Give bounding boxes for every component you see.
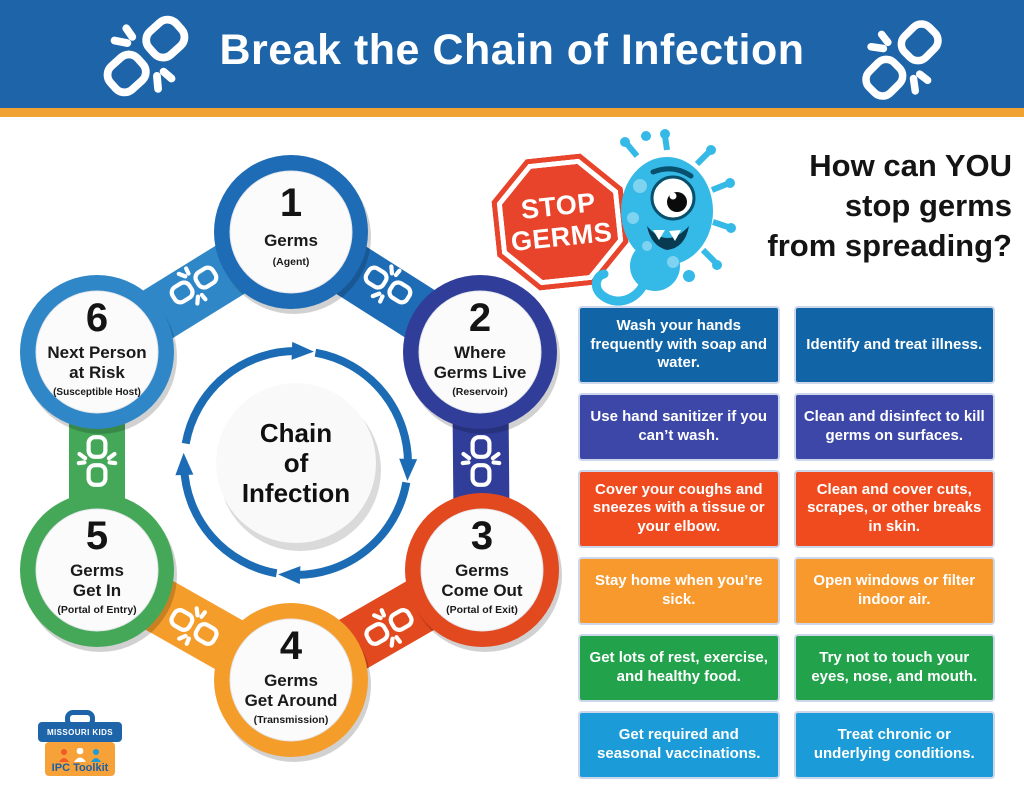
center-label: of xyxy=(284,448,309,478)
node-number: 3 xyxy=(471,514,493,558)
node-sublabel: (Portal of Entry) xyxy=(57,604,136,616)
tip-text: Get lots of rest, exercise, and healthy … xyxy=(589,648,768,685)
node-4-germs-get-around: 4 Germs Get Around (Transmission) xyxy=(214,603,371,762)
tip-box: Treat chronic or underlying conditions. xyxy=(793,710,995,779)
node-3-germs-come-out: 3 Germs Come Out (Portal of Exit) xyxy=(405,493,562,652)
tip-box: Cover your coughs and sneezes with a tis… xyxy=(578,469,780,548)
tip-text: Wash your hands frequently with soap and… xyxy=(590,317,768,372)
node-number: 5 xyxy=(86,514,108,558)
node-sublabel: (Reservoir) xyxy=(452,386,507,398)
node-sublabel: (Susceptible Host) xyxy=(53,387,141,398)
tip-text: Use hand sanitizer if you can’t wash. xyxy=(590,408,768,444)
tip-box: Get lots of rest, exercise, and healthy … xyxy=(578,633,780,702)
tip-box: Get required and seasonal vaccinations. xyxy=(578,710,780,779)
question-line: How can YOU xyxy=(809,148,1012,183)
node-label: Next Person xyxy=(47,343,146,362)
people-icons xyxy=(59,748,101,762)
node-sublabel: (Portal of Exit) xyxy=(446,604,518,616)
center-label: Chain xyxy=(260,418,332,448)
node-2-where-germs-live: 2 Where Germs Live (Reservoir) xyxy=(403,275,560,434)
node-label: Germs xyxy=(264,231,318,250)
tip-box: Clean and cover cuts, scrapes, or other … xyxy=(793,469,995,548)
prevention-tips-grid: Wash your hands frequently with soap and… xyxy=(578,306,995,779)
node-label: Germs xyxy=(264,671,318,690)
cycle-arrows xyxy=(175,341,418,585)
chain-of-infection-diagram: 1 Germs (Agent) 2 Where Germs Live (Rese… xyxy=(20,155,562,762)
question-line: from spreading? xyxy=(767,228,1012,263)
question-line: stop germs xyxy=(844,188,1012,223)
node-label: Get In xyxy=(73,581,121,600)
toolbox-lid: MISSOURI KIDS xyxy=(38,722,122,742)
node-number: 2 xyxy=(469,296,491,340)
tip-text: Treat chronic or underlying conditions. xyxy=(813,725,975,762)
node-label: Germs xyxy=(455,561,509,580)
germ-mouth xyxy=(647,226,689,250)
tip-box: Stay home when you’re sick. xyxy=(578,556,780,625)
node-6-next-person-at-risk: 6 Next Person at Risk (Susceptible Host) xyxy=(20,275,177,434)
node-sublabel: (Transmission) xyxy=(254,714,329,726)
node-label: Germs xyxy=(70,561,124,580)
node-sublabel: (Agent) xyxy=(273,256,310,268)
tip-text: Try not to touch your eyes, nose, and mo… xyxy=(811,648,978,685)
logo-lid-text: MISSOURI KIDS xyxy=(46,727,114,737)
toolbox-body: IPC Toolkit xyxy=(45,742,115,776)
node-label: Where xyxy=(454,343,506,362)
node-number: 1 xyxy=(280,181,302,225)
center-hub: Chain of Infection xyxy=(175,341,418,585)
germ-monster-illustration xyxy=(591,129,736,306)
tip-text: Clean and cover cuts, scrapes, or other … xyxy=(807,480,982,535)
tip-box: Clean and disinfect to kill germs on sur… xyxy=(793,392,995,461)
node-1-germs: 1 Germs (Agent) xyxy=(214,155,371,314)
header-banner: Break the Chain of Infection xyxy=(0,0,1024,117)
missouri-kids-ipc-toolkit-logo: MISSOURI KIDS IPC Toolkit xyxy=(38,710,122,776)
question-headline: How can YOU stop germs from spreading? xyxy=(692,146,1012,266)
tip-box: Identify and treat illness. xyxy=(793,306,995,384)
node-label: at Risk xyxy=(69,363,125,382)
tip-box: Use hand sanitizer if you can’t wash. xyxy=(578,392,780,461)
node-label: Germs Live xyxy=(434,363,527,382)
germ-eye-icon xyxy=(650,166,696,221)
node-label: Come Out xyxy=(441,581,523,600)
page-title: Break the Chain of Infection xyxy=(219,26,805,74)
tip-text: Stay home when you’re sick. xyxy=(594,571,763,608)
node-label: Get Around xyxy=(245,691,338,710)
tip-text: Clean and disinfect to kill germs on sur… xyxy=(803,408,985,444)
center-label: Infection xyxy=(242,478,350,508)
tip-box: Wash your hands frequently with soap and… xyxy=(578,306,780,384)
logo-label: IPC Toolkit xyxy=(51,762,109,774)
tip-text: Identify and treat illness. xyxy=(806,335,983,353)
broken-chain-icon xyxy=(842,14,962,106)
tip-text: Get required and seasonal vaccinations. xyxy=(597,725,761,762)
node-number: 4 xyxy=(280,624,303,668)
node-number: 6 xyxy=(86,296,108,340)
node-5-germs-get-in: 5 Germs Get In (Portal of Entry) xyxy=(20,493,177,652)
tip-box: Open windows or filter indoor air. xyxy=(793,556,995,625)
tip-box: Try not to touch your eyes, nose, and mo… xyxy=(793,633,995,702)
tip-text: Cover your coughs and sneezes with a tis… xyxy=(592,480,765,535)
tip-text: Open windows or filter indoor air. xyxy=(813,571,976,608)
